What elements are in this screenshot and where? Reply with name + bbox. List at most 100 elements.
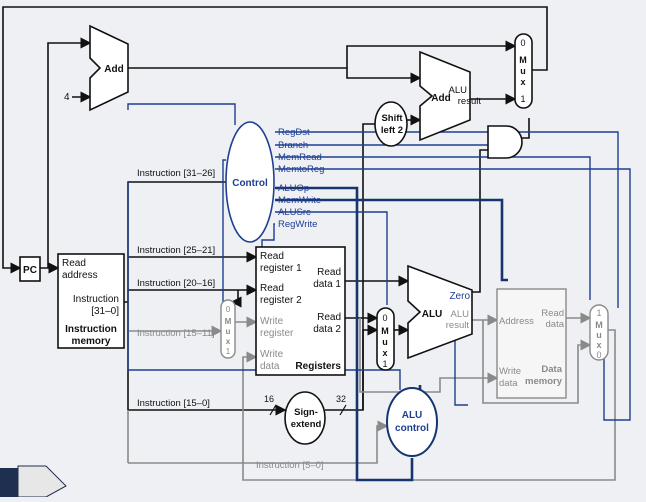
pc-mux-u: u [520, 66, 526, 76]
rf-rd2-b: data 2 [313, 324, 341, 335]
dm-write-b: data [499, 378, 518, 389]
im-read: Read [62, 258, 86, 269]
main-alu: ALU Zero ALU result [407, 264, 473, 360]
pc-mux-0: 0 [520, 38, 525, 48]
dm-write-a: Write [499, 366, 521, 377]
slide-bullet-arrow [0, 465, 67, 498]
rf-rr1-b: register 1 [260, 263, 302, 274]
rf-rr2-a: Read [260, 283, 284, 294]
field-20-16: Instruction [20–16] [137, 278, 215, 289]
alusrc-mux-u: u [382, 337, 388, 347]
memtoreg-mux-0: 0 [596, 350, 601, 360]
memtoreg-mux: 1 M u x 0 [589, 304, 609, 361]
wires-gray [127, 312, 616, 481]
im-bits: [31–0] [91, 306, 119, 317]
pc-mux-m: M [519, 55, 527, 65]
dm-address: Address [499, 316, 534, 327]
rf-rr2-b: register 2 [260, 295, 302, 306]
dm-title-a: Data [541, 364, 562, 375]
constant-four: 4 [64, 92, 70, 103]
alusrc-mux: 0 M u x 1 [376, 307, 395, 371]
signal-branch: Branch [278, 140, 308, 151]
rf-wd-a: Write [260, 349, 284, 360]
rf-wr-a: Write [260, 316, 284, 327]
instruction-memory: Read address Instruction [31–0] Instruct… [57, 253, 125, 349]
shift-left-a: Shift [381, 113, 403, 124]
regdst-mux-0: 0 [226, 305, 231, 314]
memtoreg-mux-m: M [595, 320, 603, 330]
regdst-mux: 0 M u x 1 [220, 299, 236, 359]
control-unit: Control [225, 121, 275, 243]
im-title-1: Instruction [65, 324, 117, 335]
control-label: Control [232, 178, 268, 189]
signal-alusrc: ALUSrc [278, 207, 311, 218]
field-31-26: Instruction [31–26] [137, 168, 215, 179]
alusrc-mux-m: M [381, 326, 389, 336]
alu-zero: Zero [449, 291, 470, 302]
signal-regwrite: RegWrite [278, 219, 317, 230]
rf-rd1-a: Read [317, 267, 341, 278]
rf-title: Registers [295, 361, 341, 372]
signal-regdst: RegDst [278, 127, 310, 138]
signal-memwrite: MemWrite [278, 195, 321, 206]
alu-control-a: ALU [402, 410, 423, 421]
control-signals: RegDst Branch MemRead MemtoReg ALUOp Mem… [278, 127, 324, 230]
pc-mux-1: 1 [520, 94, 525, 104]
branch-adder: Add ALU result [419, 50, 482, 142]
regdst-mux-x: x [226, 337, 231, 346]
field-25-21: Instruction [25–21] [137, 245, 215, 256]
memtoreg-mux-x: x [596, 340, 601, 350]
field-15-11: Instruction [15–11] [137, 328, 214, 339]
pc-adder-label: Add [104, 64, 123, 75]
bit-width-marks [269, 404, 347, 416]
field-5-0: Instruction [5–0] [256, 460, 324, 471]
rf-wr-b: register [260, 328, 294, 339]
sign-extend-b: extend [291, 419, 322, 430]
shift-left-2: Shift left 2 [374, 101, 408, 147]
data-memory: Address Read data Write data Data memory [496, 288, 567, 399]
instruction-fields: Instruction [31–26] Instruction [25–21] … [137, 168, 324, 471]
register-file: Read register 1 Read register 2 Write re… [255, 246, 346, 376]
branch-adder-label: Add [431, 93, 450, 104]
dm-read-a: Read [541, 308, 564, 319]
signal-memread: MemRead [278, 152, 322, 163]
alu-control-b: control [395, 423, 429, 434]
regdst-mux-u: u [226, 327, 231, 336]
field-15-0: Instruction [15–0] [137, 398, 210, 409]
branch-adder-result: result [458, 96, 482, 107]
rf-rd2-a: Read [317, 312, 341, 323]
dm-read-b: data [546, 319, 565, 330]
alusrc-mux-0: 0 [382, 313, 387, 323]
pc-label: PC [23, 265, 37, 276]
alu-result-a: ALU [451, 309, 470, 320]
pc-register: PC [19, 256, 41, 282]
signal-aluop: ALUOp [278, 183, 309, 194]
branch-and-gate [487, 125, 523, 159]
branch-adder-alu: ALU [449, 85, 468, 96]
shift-left-b: left 2 [381, 125, 403, 136]
alusrc-mux-1: 1 [382, 359, 387, 369]
alu-label: ALU [422, 309, 443, 320]
width-16: 16 [264, 394, 274, 404]
width-32: 32 [336, 394, 346, 404]
alu-result-b: result [446, 320, 470, 331]
pc-source-mux: 0 M u x 1 [514, 33, 533, 109]
im-instruction: Instruction [73, 294, 119, 305]
regdst-mux-m: M [225, 317, 232, 326]
signal-memtoreg: MemtoReg [278, 164, 324, 175]
pc-mux-x: x [520, 77, 525, 87]
memtoreg-mux-u: u [596, 330, 602, 340]
memtoreg-mux-1: 1 [596, 308, 601, 318]
im-title-2: memory [72, 336, 111, 347]
rf-rd1-b: data 1 [313, 279, 341, 290]
dm-title-b: memory [525, 376, 563, 387]
sign-extend-unit: Sign- extend [284, 391, 326, 445]
regdst-mux-1: 1 [226, 347, 231, 356]
rf-wd-b: data [260, 361, 280, 372]
alu-control-unit: ALU control [386, 387, 438, 457]
pc-adder: Add [89, 24, 129, 112]
sign-extend-a: Sign- [294, 407, 318, 418]
im-address: address [62, 270, 98, 281]
